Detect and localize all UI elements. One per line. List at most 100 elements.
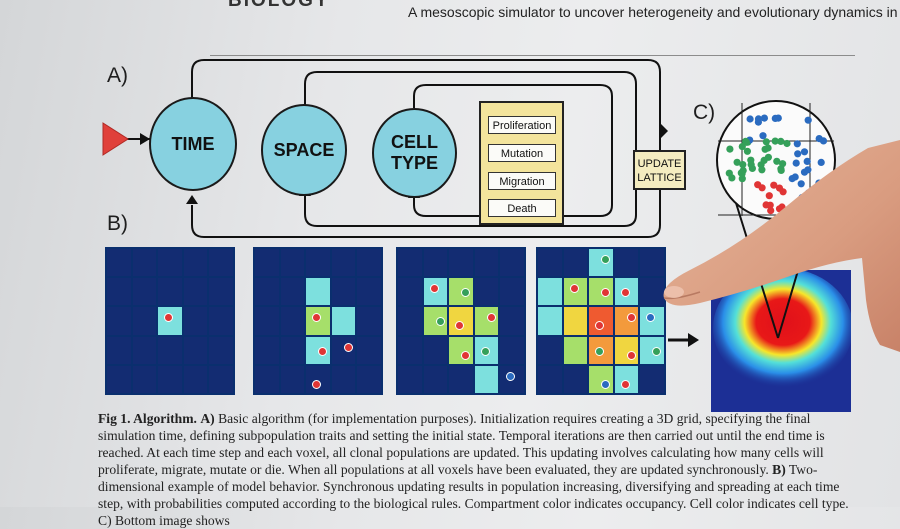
lattice-cell: [474, 336, 499, 364]
cell-dot: [601, 255, 611, 264]
cell-dot: [455, 321, 465, 331]
cell-dot: [601, 379, 611, 389]
lattice-cell: [398, 336, 422, 364]
lattice-cell: [538, 336, 562, 364]
lattice-cell: [280, 249, 305, 277]
time-label: TIME: [171, 133, 215, 154]
lattice-cell: [538, 249, 562, 277]
panel-label-a: A): [107, 64, 128, 87]
lattice-cell: [158, 249, 182, 277]
lattice-cell: [280, 307, 305, 335]
lattice-cell: [614, 307, 639, 335]
voxel-cell-dot: [760, 156, 768, 164]
cell-dot: [595, 321, 605, 331]
lattice-cell: [306, 249, 330, 277]
lattice-cell: [398, 365, 422, 393]
voxel-cell-dot: [759, 132, 767, 140]
caption-fig-label: Fig 1. Algorithm.: [98, 411, 197, 426]
lattice-cell: [306, 365, 330, 393]
lattice-cell: [255, 365, 279, 393]
time-node: TIME: [149, 97, 237, 191]
cell-dot: [318, 346, 328, 356]
voxel-cell-dot: [771, 137, 779, 145]
voxel-cell-dot: [792, 159, 800, 167]
lattice-cell: [132, 336, 157, 364]
lattice-cell: [331, 307, 356, 335]
lattice-cell: [563, 336, 588, 364]
lattice-cell: [423, 249, 448, 277]
lattice-cell: [107, 365, 131, 393]
lattice-cell: [563, 249, 588, 277]
voxel-cell-dot: [793, 140, 801, 148]
voxel-cell-dot: [775, 184, 784, 192]
voxel-cell-dot: [817, 158, 825, 166]
voxel-cell-dot: [765, 192, 773, 200]
lattice-cell: [474, 278, 499, 306]
action-proliferation: Proliferation: [488, 116, 556, 134]
cell-actions-box: Proliferation Mutation Migration Death: [479, 101, 564, 225]
lattice-cell: [589, 336, 613, 364]
lattice-cell: [500, 249, 524, 277]
cell-dot: [646, 313, 656, 323]
voxel-cell-dot: [725, 169, 733, 177]
lattice-cell: [255, 307, 279, 335]
voxel-cell-dot: [800, 148, 809, 156]
caption-a-label: A): [200, 411, 215, 426]
caption-b-label: B): [772, 462, 786, 477]
lattice-cell: [640, 307, 664, 335]
lattice-cell: [563, 365, 588, 393]
voxel-cell-dot: [754, 115, 763, 123]
lattice-cell: [306, 278, 330, 306]
lattice-cell: [209, 365, 233, 393]
panel-label-b: B): [107, 212, 128, 235]
lattice-cell: [357, 365, 381, 393]
lattice-cell: [107, 307, 131, 335]
voxel-cell-dot: [770, 181, 778, 189]
lattice-cell: [449, 307, 473, 335]
action-migration: Migration: [488, 172, 556, 190]
space-label: SPACE: [273, 139, 335, 160]
lattice-cell: [132, 249, 157, 277]
journal-subtitle: A mesoscopic simulator to uncover hetero…: [408, 4, 900, 20]
lattice-cell: [563, 307, 588, 335]
voxel-cell-dot: [739, 166, 747, 175]
lattice-cell: [474, 365, 499, 393]
lattice-cell: [209, 249, 233, 277]
lattice-cell: [398, 307, 422, 335]
cell-dot: [620, 288, 630, 298]
voxel-cell-dot: [733, 158, 741, 166]
lattice-cell: [306, 307, 330, 335]
lattice-cell: [255, 336, 279, 364]
lattice-cell: [640, 278, 664, 306]
lattice-cell: [158, 365, 182, 393]
lattice-cell: [589, 365, 613, 393]
cell-dot: [461, 288, 471, 298]
lattice-cell: [306, 336, 330, 364]
lattice-cell: [209, 307, 233, 335]
lattice-cell: [357, 307, 381, 335]
lattice-cell: [183, 365, 208, 393]
lattice-step-4: [536, 247, 666, 395]
voxel-cell-dot: [758, 166, 766, 174]
lattice-cell: [398, 249, 422, 277]
lattice-cell: [398, 278, 422, 306]
caption-text-1: Basic algorithm (for implementation purp…: [98, 411, 825, 477]
cell-dot: [620, 379, 630, 389]
cell-dot: [435, 317, 445, 327]
lattice-cell: [614, 249, 639, 277]
voxel-cell-dot: [747, 161, 755, 169]
lattice-cell: [255, 249, 279, 277]
cell-dot: [652, 346, 662, 356]
journal-name-cut: BIOLOGY: [228, 0, 330, 11]
lattice-cell: [280, 365, 305, 393]
lattice-cell: [331, 249, 356, 277]
figure-caption: Fig 1. Algorithm. A) Basic algorithm (fo…: [98, 410, 858, 529]
lattice-cell: [357, 278, 381, 306]
voxel-cell-dot: [743, 147, 752, 155]
voxel-cell-dot: [758, 184, 766, 192]
cell-dot: [312, 313, 322, 323]
lattice-cell: [255, 278, 279, 306]
voxel-cell-dot: [794, 150, 802, 158]
cell-dot: [601, 288, 611, 298]
